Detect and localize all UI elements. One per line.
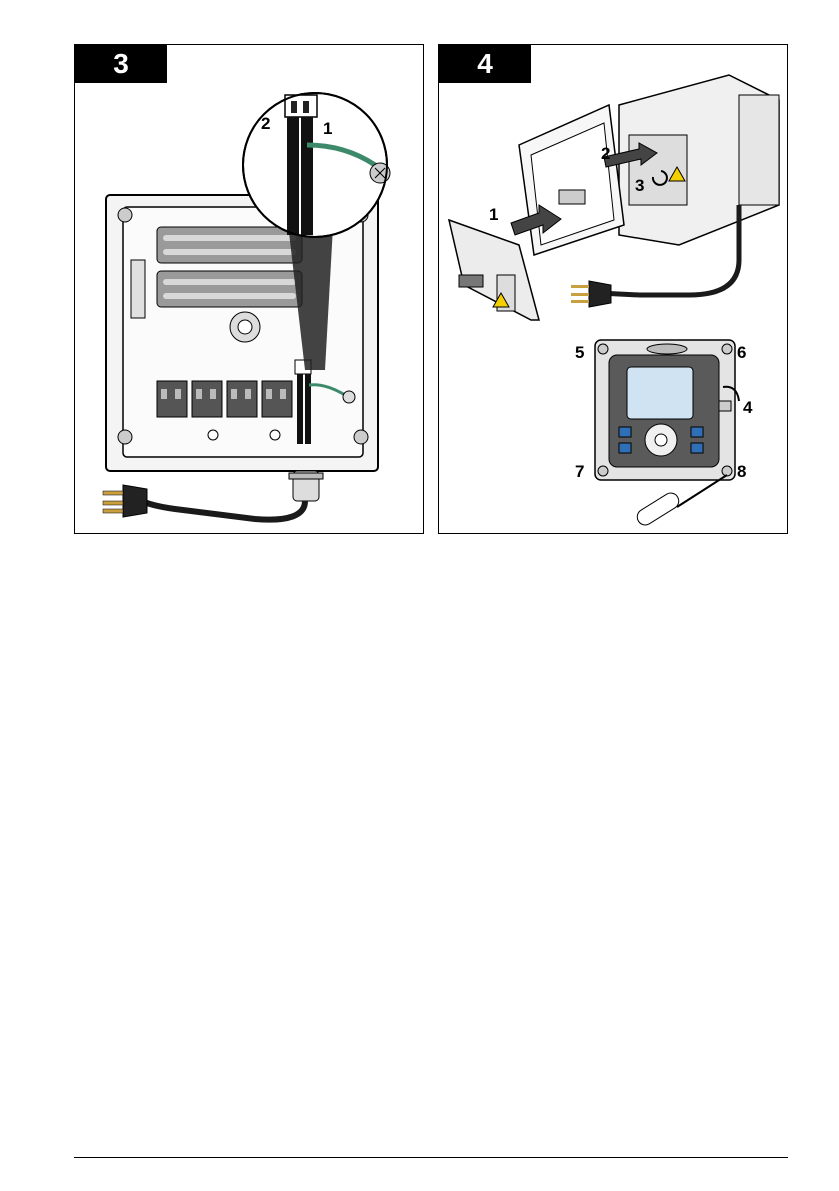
screw	[722, 466, 732, 476]
power-plug	[571, 281, 611, 307]
callout-3: 3	[635, 176, 644, 195]
screw	[598, 344, 608, 354]
cable-gland	[289, 471, 323, 501]
controller-front	[595, 340, 735, 480]
enclosure-door	[519, 105, 624, 255]
screw	[722, 344, 732, 354]
callout-2: 2	[261, 114, 270, 133]
callout-7: 7	[575, 462, 584, 481]
callout-4: 4	[743, 398, 753, 417]
fuse-holder-bottom	[157, 271, 302, 307]
figure-step-4: 4	[438, 44, 788, 534]
power-plug	[103, 485, 147, 517]
step-3-illustration: 2 1	[75, 45, 425, 535]
cable-clip	[131, 260, 145, 318]
removed-cover	[449, 220, 539, 320]
enter-key-icon	[691, 443, 703, 453]
menu-key-icon	[619, 427, 631, 437]
footer-divider	[74, 1157, 788, 1158]
home-key-icon	[691, 427, 703, 437]
callout-1: 1	[323, 119, 332, 138]
mounting-boss	[230, 312, 260, 342]
fuse-holder-top	[157, 227, 302, 263]
display-screen	[627, 367, 693, 419]
screw	[270, 430, 280, 440]
callout-2: 2	[601, 144, 610, 163]
screwdriver	[634, 475, 727, 528]
power-cord	[135, 497, 305, 520]
back-key-icon	[619, 443, 631, 453]
step-4-illustration: 1 2 3 5 6 4	[439, 45, 789, 535]
callout-8: 8	[737, 462, 746, 481]
callout-6: 6	[737, 343, 746, 362]
screw	[208, 430, 218, 440]
screw	[598, 466, 608, 476]
callout-1: 1	[489, 205, 498, 224]
figure-step-3: 3	[74, 44, 424, 534]
callout-5: 5	[575, 343, 584, 362]
